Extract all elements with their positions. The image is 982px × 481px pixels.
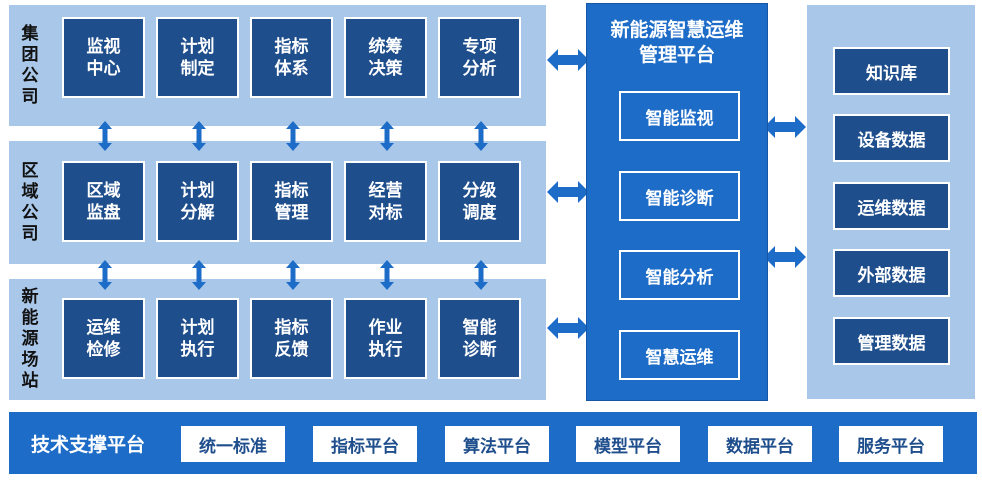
cell-plan-execution[interactable]: 计划 执行	[156, 298, 239, 379]
cell-plan-breakdown[interactable]: 计划 分解	[156, 161, 239, 242]
row-panel-station: 新能源场站 运维 检修 计划 执行 指标 反馈 作业 执行 智能 诊断	[9, 279, 546, 400]
vertical-double-arrow	[474, 121, 488, 151]
cell-graded-dispatch[interactable]: 分级 调度	[438, 161, 521, 242]
horizontal-double-arrow	[764, 246, 806, 268]
cell-work-execution[interactable]: 作业 执行	[344, 298, 427, 379]
row-label-region: 区域公司	[21, 160, 39, 244]
cell-plan-making[interactable]: 计划 制定	[156, 17, 239, 98]
tech-platform-bar: 技术支撑平台 统一标准 指标平台 算法平台 模型平台 数据平台 服务平台	[9, 412, 977, 474]
data-management[interactable]: 管理数据	[833, 317, 950, 365]
row-label-group: 集团公司	[21, 23, 39, 107]
tech-unified-standard[interactable]: 统一标准	[181, 426, 285, 462]
tech-model-platform[interactable]: 模型平台	[576, 426, 680, 462]
vertical-double-arrow	[98, 121, 112, 151]
data-operation[interactable]: 运维数据	[833, 182, 950, 230]
module-smart-diagnosis[interactable]: 智能诊断	[619, 171, 740, 221]
tech-platform-title: 技术支撑平台	[31, 433, 146, 456]
platform-panel: 新能源智慧运维 管理平台 智能监视 智能诊断 智能分析 智慧运维	[586, 3, 768, 401]
cell-operation-benchmark[interactable]: 经营 对标	[344, 161, 427, 242]
horizontal-double-arrow	[547, 317, 589, 339]
cell-index-feedback[interactable]: 指标 反馈	[250, 298, 333, 379]
vertical-double-arrow	[192, 260, 206, 290]
platform-title: 新能源智慧运维 管理平台	[610, 19, 744, 66]
horizontal-double-arrow	[764, 116, 806, 138]
tech-data-platform[interactable]: 数据平台	[708, 426, 812, 462]
module-smart-maintenance[interactable]: 智慧运维	[619, 330, 740, 380]
cell-special-analysis[interactable]: 专项 分析	[438, 17, 521, 98]
data-external[interactable]: 外部数据	[833, 249, 950, 297]
module-smart-monitor[interactable]: 智能监视	[619, 91, 740, 141]
data-knowledge-base[interactable]: 知识库	[833, 47, 950, 95]
cell-overall-decision[interactable]: 统筹 决策	[344, 17, 427, 98]
tech-algorithm-platform[interactable]: 算法平台	[445, 426, 549, 462]
vertical-double-arrow	[286, 121, 300, 151]
row-panel-region: 区域公司 区域 监盘 计划 分解 指标 管理 经营 对标 分级 调度	[9, 141, 546, 264]
row-panel-group: 集团公司 监视 中心 计划 制定 指标 体系 统筹 决策 专项 分析	[9, 5, 546, 126]
cell-index-management[interactable]: 指标 管理	[250, 161, 333, 242]
data-panel: 知识库 设备数据 运维数据 外部数据 管理数据	[807, 5, 975, 399]
horizontal-double-arrow	[547, 49, 589, 71]
vertical-double-arrow	[380, 121, 394, 151]
cell-maintenance[interactable]: 运维 检修	[62, 298, 145, 379]
vertical-double-arrow	[380, 260, 394, 290]
tech-service-platform[interactable]: 服务平台	[839, 426, 943, 462]
vertical-double-arrow	[98, 260, 112, 290]
horizontal-double-arrow	[547, 181, 589, 203]
cell-index-system[interactable]: 指标 体系	[250, 17, 333, 98]
row-label-station: 新能源场站	[21, 287, 39, 391]
module-smart-analysis[interactable]: 智能分析	[619, 250, 740, 300]
tech-index-platform[interactable]: 指标平台	[313, 426, 417, 462]
cell-monitor-center[interactable]: 监视 中心	[62, 17, 145, 98]
cell-region-monitor[interactable]: 区域 监盘	[62, 161, 145, 242]
cell-smart-diagnosis[interactable]: 智能 诊断	[438, 298, 521, 379]
vertical-double-arrow	[474, 260, 488, 290]
vertical-double-arrow	[192, 121, 206, 151]
data-equipment[interactable]: 设备数据	[833, 114, 950, 162]
vertical-double-arrow	[286, 260, 300, 290]
